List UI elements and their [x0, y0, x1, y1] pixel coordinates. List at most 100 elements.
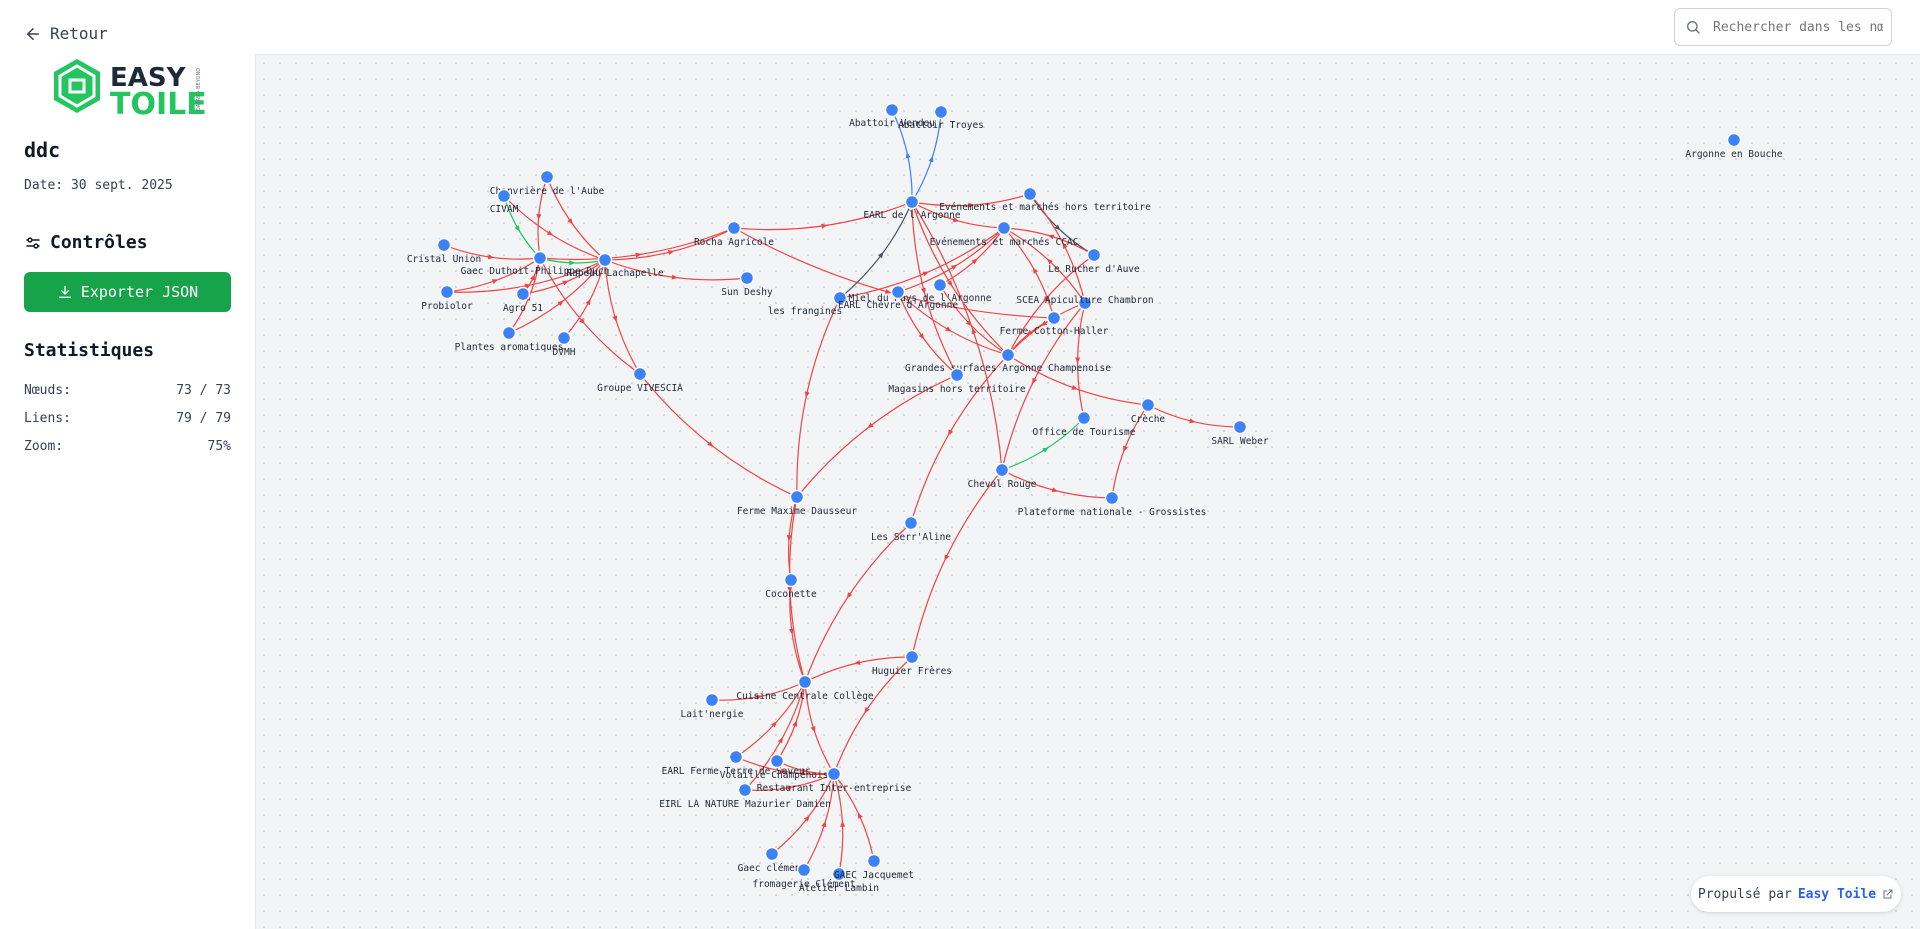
graph-node[interactable]: Cheval Rouge — [968, 462, 1037, 491]
graph-node[interactable]: Groupe VIVESCIA — [597, 366, 683, 395]
node-circle[interactable] — [1000, 347, 1016, 363]
node-circle[interactable] — [1076, 410, 1092, 426]
graph-node[interactable]: Evénements et marchés hors territoire — [939, 186, 1151, 214]
graph-node[interactable]: EARL Ferme Terre de Saveur — [662, 749, 811, 778]
search-input[interactable] — [1711, 18, 1885, 36]
node-circle[interactable] — [532, 250, 548, 266]
graph-link[interactable] — [911, 469, 1003, 658]
graph-node[interactable]: EARL Chèvre d'Argonne — [838, 284, 958, 312]
node-circle[interactable] — [1077, 295, 1093, 311]
graph-node[interactable]: Les Serr'Aline — [871, 515, 951, 544]
graph-node[interactable]: EIRL LA NATURE Mazurier Damien — [659, 782, 831, 811]
node-circle[interactable] — [515, 286, 531, 302]
graph-node[interactable]: SARL Weber — [1211, 419, 1269, 448]
graph-node[interactable]: Crèche — [1131, 397, 1166, 426]
easy-toile-link[interactable]: Easy Toile — [1797, 886, 1877, 902]
node-circle[interactable] — [904, 649, 920, 665]
graph-node[interactable]: GAEC Jacquemet — [834, 853, 914, 882]
node-circle[interactable] — [501, 325, 517, 341]
export-json-button[interactable]: Exporter JSON — [24, 272, 231, 312]
graph-node[interactable]: Cuisine Centrale Collège — [736, 674, 874, 703]
graph-node[interactable]: Huguier Frères — [872, 649, 952, 678]
node-circle[interactable] — [728, 749, 744, 765]
node-circle[interactable] — [932, 277, 948, 293]
node-circle[interactable] — [1726, 132, 1742, 148]
node-circle[interactable] — [632, 366, 648, 382]
node-circle[interactable] — [933, 104, 949, 120]
graph-node[interactable]: Ferme Maxime Dausseur — [737, 489, 857, 518]
graph-node[interactable]: CIVAM — [490, 188, 519, 216]
node-circle[interactable] — [789, 489, 805, 505]
graph-node[interactable]: Atelier Lambin — [799, 866, 879, 895]
node-circle[interactable] — [597, 252, 613, 268]
graph-node[interactable]: les frangines — [768, 290, 848, 318]
graph-node[interactable]: fromagerie Clément — [753, 862, 856, 891]
node-circle[interactable] — [1104, 490, 1120, 506]
graph-node[interactable]: Cristal Union — [407, 237, 481, 266]
node-circle[interactable] — [436, 237, 452, 253]
graph-node[interactable]: Volaille Champenoise — [720, 753, 835, 782]
graph-node[interactable]: Gaec clément — [738, 846, 807, 875]
graph-node[interactable]: Agro 51 — [503, 286, 543, 315]
node-circle[interactable] — [1046, 310, 1062, 326]
node-circle[interactable] — [704, 692, 720, 708]
node-circle[interactable] — [769, 753, 785, 769]
graph-node[interactable]: Abattoir Troyes — [898, 104, 984, 132]
graph-node[interactable]: Chanvrière de l'Aube — [490, 169, 605, 198]
graph-node[interactable]: Gaec Duthoit-Philippe Duch — [461, 250, 610, 278]
node-circle[interactable] — [726, 220, 742, 236]
graph-node[interactable]: Sun Deshy — [721, 270, 773, 299]
node-circle[interactable] — [764, 846, 780, 862]
node-circle[interactable] — [1232, 419, 1248, 435]
node-circle[interactable] — [826, 766, 842, 782]
node-circle[interactable] — [1086, 247, 1102, 263]
graph-node[interactable]: Lait'nergie — [681, 692, 744, 721]
graph-node[interactable]: Plantes aromatiques — [455, 325, 564, 354]
graph-node[interactable]: Evénements et marchés CCAC — [930, 220, 1079, 249]
graph-node[interactable]: Probiolor — [421, 284, 473, 313]
node-circle[interactable] — [797, 674, 813, 690]
node-circle[interactable] — [866, 853, 882, 869]
graph-node[interactable]: EARL de l'Argonne — [863, 194, 961, 222]
node-circle[interactable] — [884, 102, 900, 118]
node-circle[interactable] — [539, 169, 555, 185]
node-circle[interactable] — [739, 270, 755, 286]
graph-node[interactable]: Abattoir Vendeu — [849, 102, 935, 130]
node-circle[interactable] — [1022, 186, 1038, 202]
graph-node[interactable]: Office de Tourisme — [1033, 410, 1136, 439]
node-circle[interactable] — [904, 194, 920, 210]
graph-node[interactable]: Grandes surfaces Argonne Champenoise — [905, 347, 1111, 375]
graph-canvas[interactable] — [255, 54, 1920, 929]
graph-node[interactable]: Restaurant Inter-entreprise — [757, 766, 912, 795]
graph-node[interactable]: Rapeau Lachapelle — [566, 252, 664, 280]
graph-node[interactable]: Argonne en Bouche — [1685, 132, 1783, 161]
graph-node[interactable]: Coconette — [765, 572, 817, 601]
node-circle[interactable] — [903, 515, 919, 531]
graph-node[interactable]: DVMH — [553, 330, 576, 359]
node-circle[interactable] — [737, 782, 753, 798]
graph-node[interactable]: Ferme Cotton-Haller — [1000, 310, 1109, 338]
graph-node[interactable]: Miel du Pays de l'Argonne — [849, 277, 992, 305]
node-circle[interactable] — [796, 862, 812, 878]
back-button[interactable]: Retour — [24, 24, 108, 43]
node-circle[interactable] — [783, 572, 799, 588]
search-box[interactable] — [1674, 8, 1892, 46]
node-circle[interactable] — [890, 284, 906, 300]
node-circle[interactable] — [994, 462, 1010, 478]
graph-node[interactable]: SCEA Apiculture Chambron — [1016, 295, 1154, 311]
graph-node[interactable]: Le Rucher d'Auve — [1048, 247, 1140, 276]
node-circle[interactable] — [996, 220, 1012, 236]
graph-link[interactable] — [911, 201, 1009, 356]
graph-node[interactable]: Plateforme nationale - Grossistes — [1018, 490, 1207, 519]
node-circle[interactable] — [831, 866, 847, 882]
node-circle[interactable] — [832, 290, 848, 306]
graph-link[interactable] — [796, 297, 841, 498]
node-circle[interactable] — [439, 284, 455, 300]
node-circle[interactable] — [496, 188, 512, 204]
graph-node[interactable]: Magasins hors territoire — [888, 367, 1026, 396]
graph-link[interactable] — [804, 522, 912, 683]
graph-node[interactable]: Rocha Agricole — [694, 220, 774, 249]
node-circle[interactable] — [556, 330, 572, 346]
node-circle[interactable] — [949, 367, 965, 383]
